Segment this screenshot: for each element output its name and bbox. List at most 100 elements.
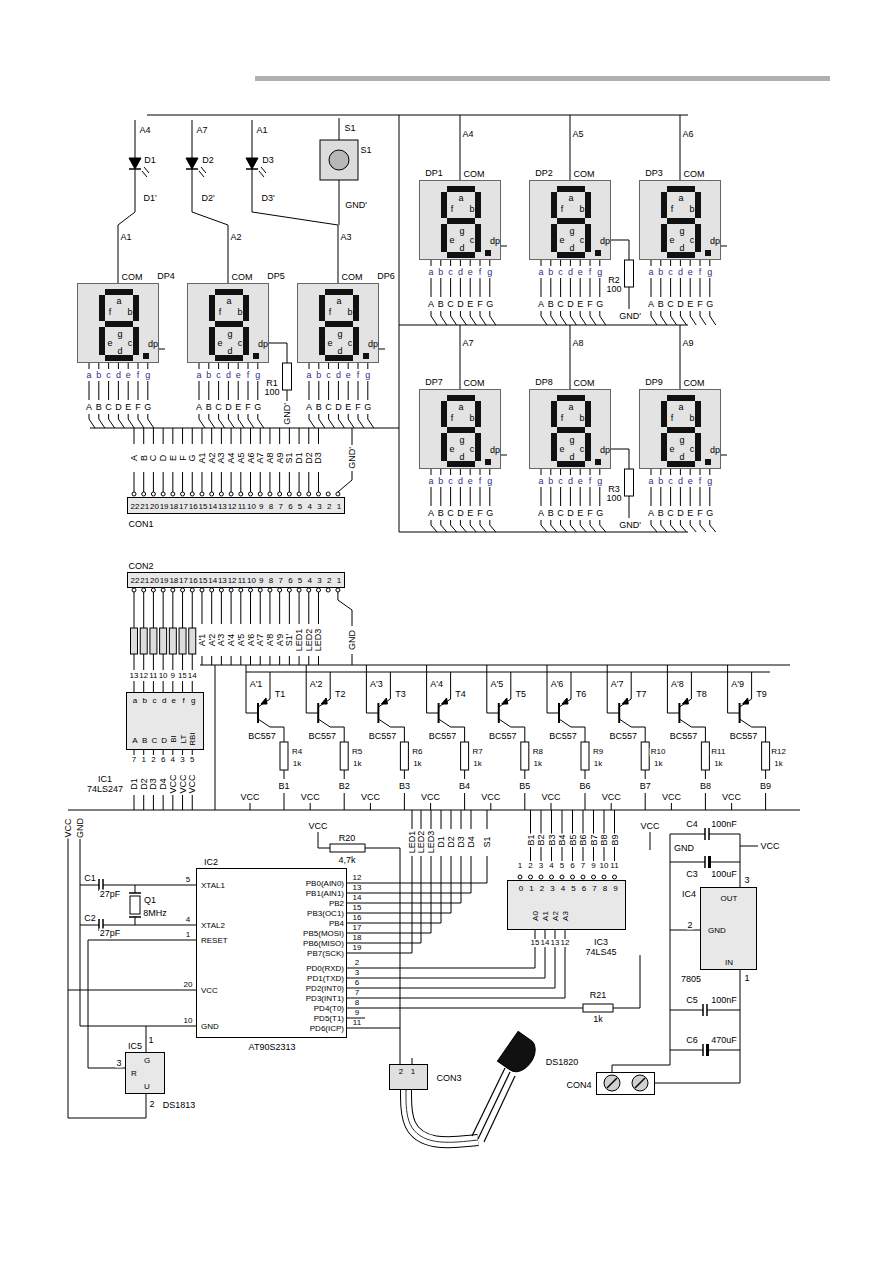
wire [551, 520, 557, 532]
circuit-label: a [537, 477, 544, 486]
circuit-label: 1 [517, 862, 523, 870]
wire [260, 656, 261, 665]
wire [629, 287, 630, 309]
circuit-label: C [214, 403, 223, 412]
wire [240, 428, 241, 444]
pin-dot [258, 588, 262, 592]
decimal-point [705, 459, 711, 465]
wire [431, 260, 432, 266]
part-text: AT90S2313 [249, 1043, 296, 1052]
wire [431, 469, 432, 475]
pin-dot [161, 588, 165, 592]
part-text: 0 [519, 885, 523, 893]
circuit-label: D1' [142, 194, 157, 203]
wire [211, 428, 212, 444]
pin-dot [550, 875, 554, 879]
circuit-label: B [437, 300, 445, 309]
circuit-label: 1k [533, 760, 543, 768]
pin-dot [171, 588, 175, 592]
circuit-label: c [447, 268, 454, 277]
circuit-label: D3 [314, 451, 323, 465]
capacitor-symbol [702, 1044, 704, 1056]
wire [707, 1010, 740, 1011]
wire [670, 469, 671, 475]
part-text: e [172, 697, 176, 705]
circuit-label: 1k [292, 760, 302, 768]
wire [339, 118, 340, 140]
wire [153, 592, 154, 628]
wire [690, 469, 691, 475]
wire [700, 278, 701, 297]
pin-dot [539, 875, 543, 879]
display-segment [133, 295, 139, 321]
wire [310, 803, 311, 810]
circuit-label: F [354, 403, 362, 412]
wire [440, 469, 441, 475]
circuit-label: A'9 [730, 680, 745, 689]
wire [613, 955, 640, 1008]
wire [192, 472, 193, 492]
capacitor-symbol [706, 1004, 708, 1016]
decimal-point [595, 250, 601, 256]
circuit-label: 2 [150, 756, 156, 764]
wire [289, 656, 290, 665]
part-text: 4 [308, 503, 312, 511]
wire [710, 520, 716, 532]
circuit-label: G [595, 300, 604, 309]
circuit-label: 9 [590, 862, 596, 870]
sensor-lead [472, 1068, 505, 1136]
wire [228, 381, 229, 400]
wire [524, 770, 525, 779]
part-text: 22 [131, 503, 140, 511]
wire [583, 847, 584, 861]
part-text: d [117, 347, 122, 356]
wire [661, 520, 667, 532]
wire [134, 592, 135, 628]
wire [721, 246, 727, 247]
circuit-label: F [586, 300, 594, 309]
decimal-point [253, 353, 259, 359]
wire [269, 592, 270, 624]
circuit-label: COM [463, 379, 486, 388]
wire [404, 770, 405, 779]
wire [269, 472, 270, 492]
wire [248, 363, 249, 369]
circuit-label: VCC [178, 773, 187, 794]
wire [650, 832, 651, 850]
wire [590, 520, 596, 532]
wire [671, 520, 677, 532]
circuit-label: R8 [532, 748, 544, 756]
circuit-label: A'1 [249, 680, 264, 689]
circuit-label: D [114, 403, 123, 412]
transistor-symbol [258, 672, 270, 707]
pin-dot [190, 492, 194, 496]
wire [728, 665, 740, 713]
part-text: b [127, 308, 132, 317]
wire [541, 810, 542, 834]
part-heading: DP1 [425, 169, 443, 178]
circuit-label: BC557 [368, 732, 398, 741]
circuit-label: 2 [354, 959, 360, 967]
circuit-label: A'2 [207, 633, 216, 648]
circuit-label: A4 [461, 130, 474, 139]
display-segment [661, 192, 667, 218]
circuit-label: COM [121, 273, 144, 282]
part-text: d [679, 244, 684, 253]
part-text: D [161, 737, 167, 745]
wire [501, 246, 507, 247]
led-light [261, 167, 266, 173]
wire [580, 487, 581, 506]
wire [238, 363, 239, 369]
circuit-label: b [657, 268, 664, 277]
circuit-label: E [576, 509, 584, 518]
wire [450, 469, 451, 475]
circuit-label: C6 [685, 1036, 699, 1045]
pin-dot [239, 492, 243, 496]
wire [269, 343, 287, 363]
wire [590, 487, 591, 506]
wire [98, 381, 99, 400]
display-segment [353, 327, 359, 355]
wire [153, 750, 154, 755]
resistor-symbol [169, 628, 176, 654]
wire [348, 381, 349, 400]
